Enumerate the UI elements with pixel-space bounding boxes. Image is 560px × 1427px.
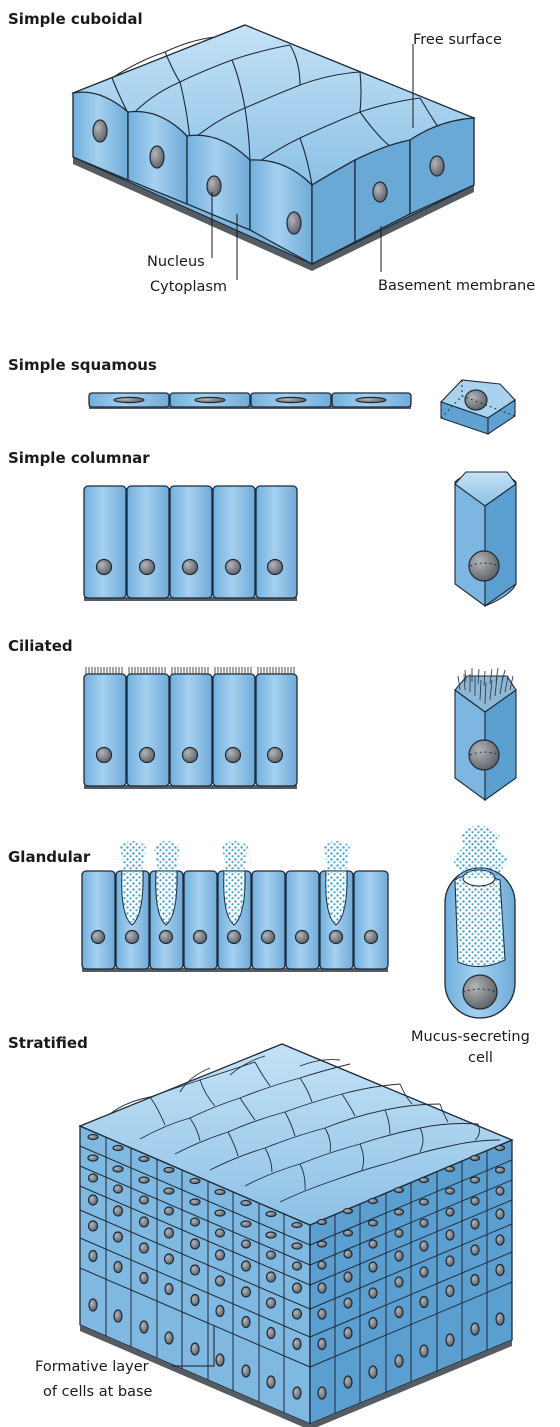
cuboidal-leaders xyxy=(211,44,414,280)
ciliated-single-cell xyxy=(454,667,517,802)
section-title-ciliated: Ciliated xyxy=(8,637,73,655)
label-basement-membrane: Basement membrane xyxy=(378,278,535,294)
simple-squamous-illustration xyxy=(88,392,412,409)
section-title-simple-columnar: Simple columnar xyxy=(8,449,150,467)
label-formative-layer: Formative layer xyxy=(35,1359,149,1375)
ciliated-illustration xyxy=(83,667,298,789)
mucus-secreting-single-cell xyxy=(444,825,516,1019)
simple-columnar-illustration xyxy=(83,485,298,601)
stratified-illustration xyxy=(78,1043,514,1427)
squamous-single-cell xyxy=(440,379,516,436)
simple-cuboidal-illustration xyxy=(71,24,476,271)
label-mucus-cell: cell xyxy=(468,1050,493,1066)
glandular-illustration xyxy=(81,841,389,972)
label-nucleus: Nucleus xyxy=(147,254,205,270)
label-cytoplasm: Cytoplasm xyxy=(150,279,227,295)
label-mucus-secreting: Mucus-secreting xyxy=(411,1029,530,1045)
section-title-simple-squamous: Simple squamous xyxy=(8,356,157,374)
section-title-simple-cuboidal: Simple cuboidal xyxy=(8,10,143,28)
label-cells-at-base: of cells at base xyxy=(43,1384,153,1400)
formative-leader xyxy=(172,1326,215,1367)
section-title-glandular: Glandular xyxy=(8,848,91,866)
section-title-stratified: Stratified xyxy=(8,1034,88,1052)
columnar-single-cell xyxy=(454,471,517,608)
label-free-surface: Free surface xyxy=(413,32,502,48)
